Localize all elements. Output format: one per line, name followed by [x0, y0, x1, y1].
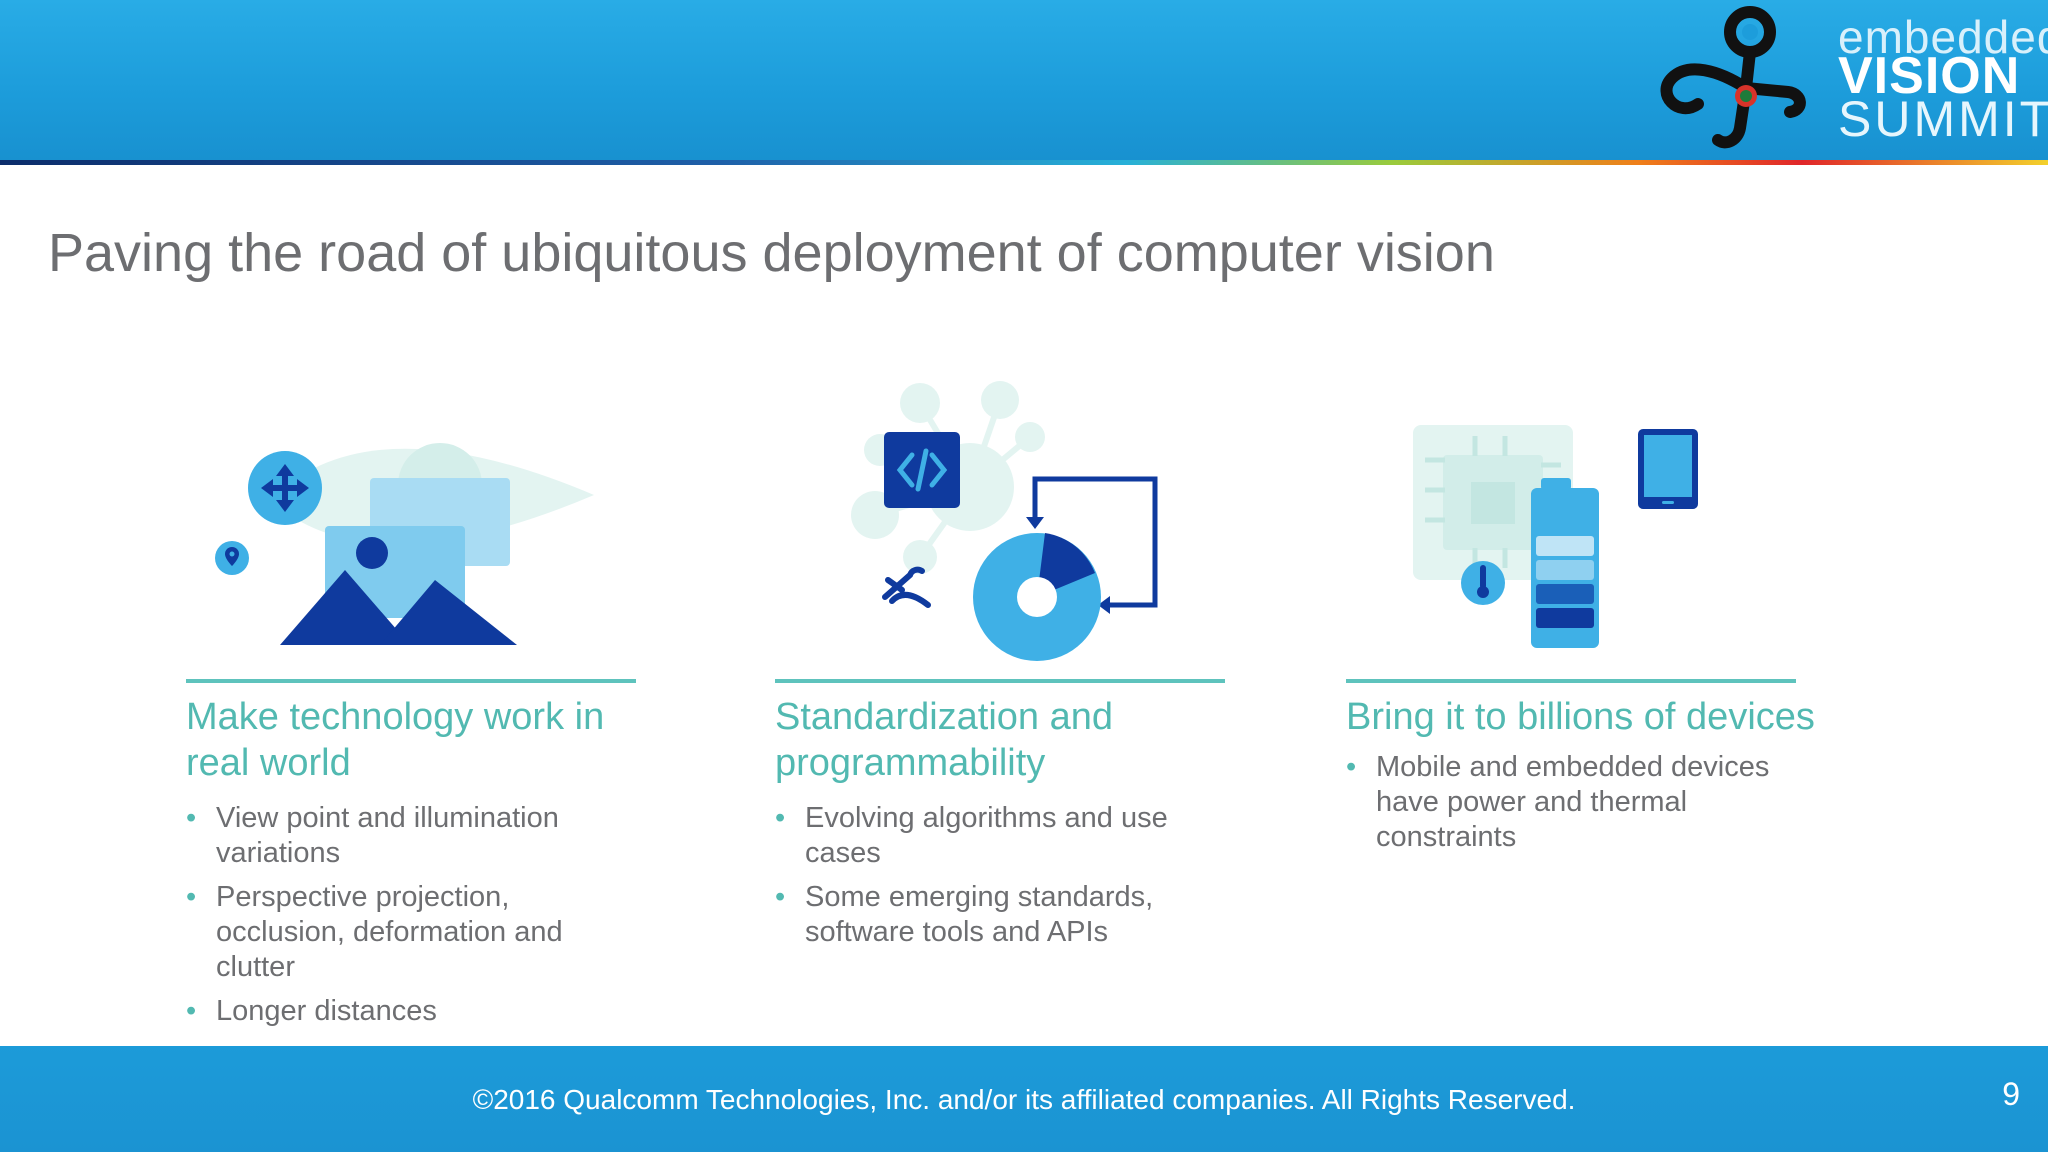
column-1-divider	[186, 679, 636, 683]
logo-text-vision: VISION	[1838, 47, 2021, 105]
column-1-heading: Make technology work in real world	[186, 696, 605, 784]
mountain-image-icon	[280, 537, 517, 645]
battery-icon	[1531, 478, 1599, 648]
embedded-vision-summit-logo: embedded VISION SUMMIT	[1628, 0, 2048, 160]
code-icon	[884, 432, 960, 508]
column-2-divider	[775, 679, 1225, 683]
bullet-item: Perspective projection, occlusion, defor…	[186, 880, 626, 985]
bullet-item: Some emerging standards, software tools …	[775, 880, 1215, 950]
programmability-illustration	[851, 381, 1158, 661]
bullet-item: Longer distances	[186, 994, 626, 1029]
column-3-heading: Bring it to billions of devices	[1346, 696, 1815, 738]
footer-bar: ©2016 Qualcomm Technologies, Inc. and/or…	[0, 1046, 2048, 1152]
page-number: 9	[2002, 1076, 2020, 1112]
column-1-bullets: View point and illumination variations P…	[186, 801, 626, 1038]
tablet-icon	[1638, 429, 1698, 509]
devices-illustration	[1413, 425, 1698, 648]
slide-title: Paving the road of ubiquitous deployment…	[48, 223, 1495, 283]
logo-text-summit: SUMMIT	[1838, 91, 2048, 147]
column-3-bullets: Mobile and embedded devices have power a…	[1346, 750, 1816, 864]
bullet-item: Evolving algorithms and use cases	[775, 801, 1215, 871]
location-pin-icon	[215, 541, 249, 575]
bullet-item: Mobile and embedded devices have power a…	[1346, 750, 1816, 855]
column-2-heading: Standardization and programmability	[775, 696, 1114, 784]
move-arrows-icon	[248, 451, 322, 525]
header-bar: embedded VISION SUMMIT	[0, 0, 2048, 160]
copyright-text: ©2016 Qualcomm Technologies, Inc. and/or…	[472, 1084, 1576, 1115]
cycle-arrow-icon	[1026, 476, 1158, 614]
column-2-bullets: Evolving algorithms and use cases Some e…	[775, 801, 1215, 959]
drone-logo-icon	[1660, 6, 1806, 149]
thermometer-icon	[1461, 561, 1505, 605]
logo-text-embedded: embedded	[1838, 11, 2048, 63]
pie-donut-icon	[973, 533, 1101, 661]
wrench-icon	[882, 566, 931, 608]
column-3-divider	[1346, 679, 1796, 683]
bullet-item: View point and illumination variations	[186, 801, 626, 871]
rainbow-divider	[0, 160, 2048, 165]
real-world-illustration	[215, 443, 594, 645]
